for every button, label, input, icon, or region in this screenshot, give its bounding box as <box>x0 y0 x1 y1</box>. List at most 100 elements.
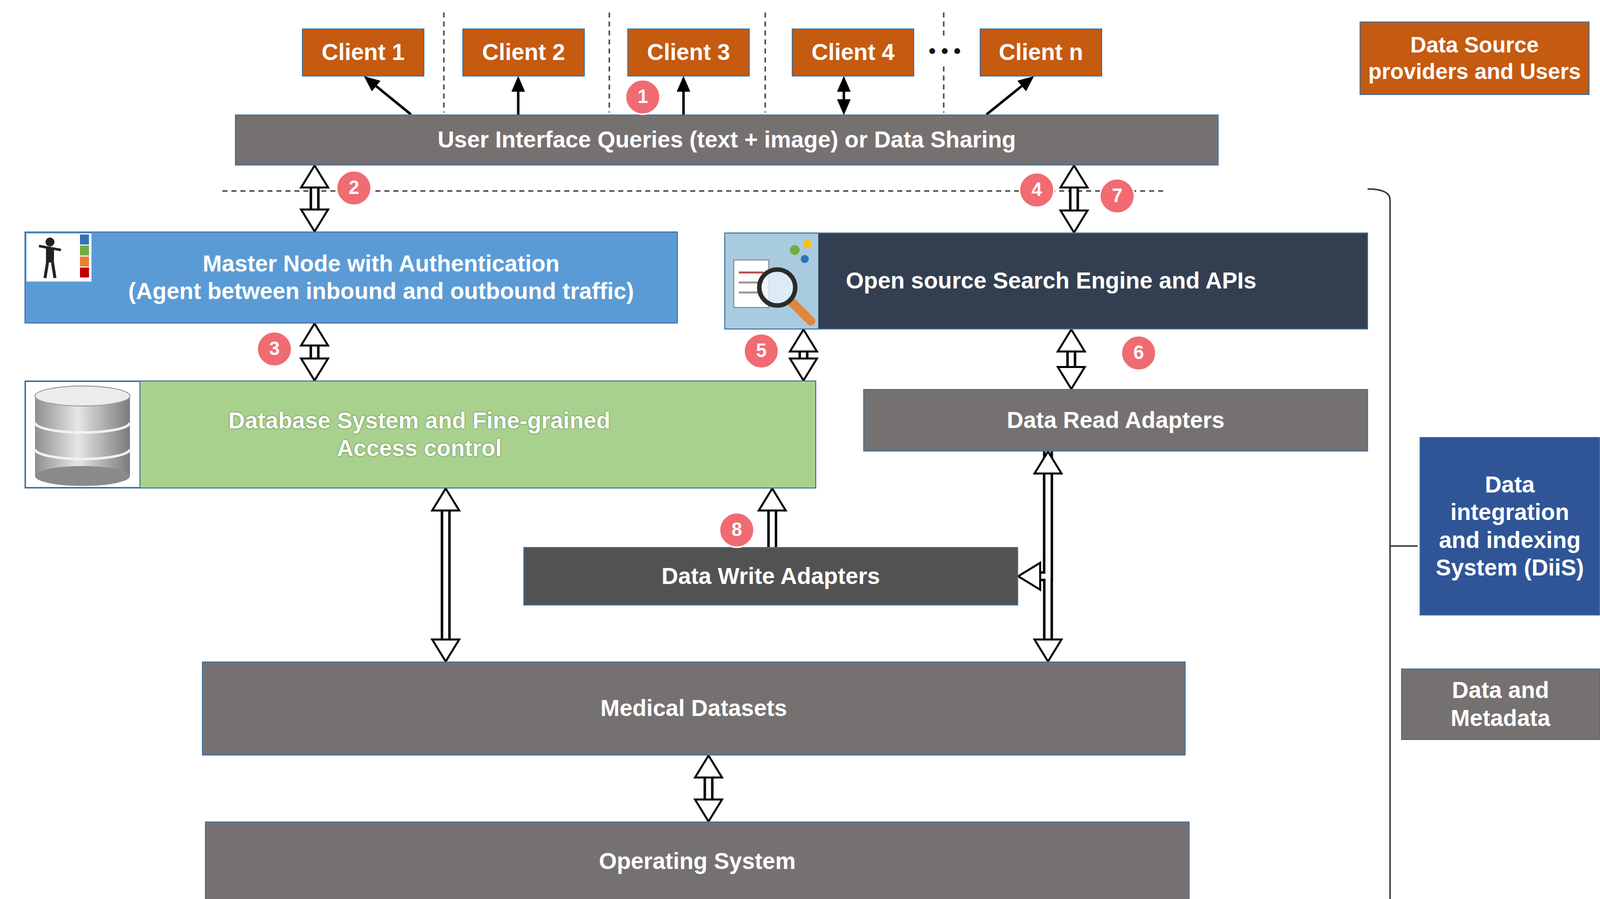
callout-number: 6 <box>1120 334 1157 371</box>
dot <box>803 239 812 248</box>
arrowhead <box>1034 451 1062 474</box>
arrowhead <box>1018 562 1041 590</box>
arrowhead <box>837 99 851 115</box>
client-box: Client 4 <box>791 28 915 77</box>
node-text: Data and Metadata <box>1409 676 1593 732</box>
arrowhead <box>676 76 690 92</box>
dashed-line <box>443 12 445 113</box>
cylinder-band <box>34 422 130 433</box>
hollow-arrow <box>445 509 446 641</box>
arrowhead <box>1057 366 1085 389</box>
person-leg <box>44 262 48 278</box>
label-text: 2 <box>348 176 359 200</box>
person-head <box>45 237 55 247</box>
interface-bar: User Interface Queries (text + image) or… <box>234 114 1219 166</box>
arrow-core <box>1045 472 1051 641</box>
arrowhead <box>789 358 817 381</box>
arrow-shaft <box>440 509 451 641</box>
hollow-arrow <box>1039 451 1049 577</box>
bracket <box>1367 188 1418 899</box>
arrow-core <box>443 509 449 641</box>
callout-number: 2 <box>335 169 372 206</box>
os-bar: Operating System <box>204 821 1190 899</box>
arrow-shaft <box>516 90 520 115</box>
hollow-arrow <box>771 509 773 547</box>
cylinder-bottom <box>34 465 130 486</box>
arrow-core <box>1068 350 1074 368</box>
arrow-shaft <box>1066 350 1077 368</box>
node-text: Medical Datasets <box>600 694 787 722</box>
label-text: 3 <box>268 337 280 361</box>
arrowhead <box>695 755 723 778</box>
arrow-core <box>311 344 317 360</box>
icon-ground <box>725 233 819 329</box>
arrow-core <box>1071 186 1077 212</box>
arrow-shaft <box>375 85 412 115</box>
arrowhead <box>789 329 817 352</box>
callout-number: 8 <box>718 511 755 548</box>
arrowhead <box>364 76 380 91</box>
label-text: 8 <box>731 518 742 542</box>
node-text: Open source Search Engine and APIs <box>845 266 1257 295</box>
legend-box: Data integration and indexing System (Di… <box>1419 436 1600 616</box>
arrowhead <box>511 76 525 92</box>
dot <box>789 244 800 255</box>
admin-icon <box>26 233 92 282</box>
arrowhead <box>695 799 723 822</box>
callout-number: 4 <box>1018 171 1055 208</box>
client-box: Client 1 <box>301 28 425 77</box>
search-icon <box>725 233 819 329</box>
arrowhead <box>300 165 328 188</box>
person-leg <box>52 262 55 278</box>
arrowhead <box>300 358 328 381</box>
search-engine-box: Open source Search Engine and APIs <box>724 232 1369 330</box>
arrow-line <box>986 85 1023 115</box>
arrow-core <box>1039 451 1049 577</box>
hollow-arrow <box>708 776 709 801</box>
hollow-arrow <box>314 186 315 211</box>
label-text: 1 <box>637 85 648 109</box>
node-text: Data Write Adapters <box>661 562 880 590</box>
arrow-shaft <box>986 85 1023 115</box>
node-text: Data Read Adapters <box>1006 406 1225 434</box>
flag <box>79 234 89 245</box>
arrow-shaft <box>1039 451 1049 577</box>
node-text: Client 3 <box>646 38 730 66</box>
person-arms <box>38 245 61 250</box>
dashed-line <box>608 12 611 113</box>
arrow-line <box>843 90 845 101</box>
node-text: Operating System <box>598 847 796 875</box>
bracket-line <box>1367 188 1391 899</box>
document <box>733 259 769 308</box>
node-text: Database System and Fine-grained Access … <box>220 406 619 462</box>
database-box: Database System and Fine-grained Access … <box>24 380 817 489</box>
document-line <box>738 291 764 294</box>
legend-box: Data Source providers and Users <box>1359 21 1590 95</box>
hollow-arrow <box>1073 186 1075 212</box>
arrow-shaft <box>682 90 685 115</box>
document-line <box>738 281 764 284</box>
cylinder-band <box>34 448 130 459</box>
icon-ground <box>26 233 92 282</box>
node-text: User Interface Queries (text + image) or… <box>437 125 1017 154</box>
legend-box: Data and Metadata <box>1401 668 1600 740</box>
arrow-core <box>311 186 317 211</box>
magnifier-lens <box>759 269 796 306</box>
node-text: Client n <box>998 38 1084 66</box>
magnifier-handle <box>790 300 811 321</box>
dashed-line <box>764 12 767 113</box>
callout-number: 3 <box>256 330 293 367</box>
callout-number: 7 <box>1099 177 1136 214</box>
cylinder-body <box>34 395 130 476</box>
bracket-tick <box>1390 545 1418 547</box>
adapter-box: Data Write Adapters <box>523 546 1019 606</box>
arrowhead <box>1017 76 1034 91</box>
hollow-arrow <box>1071 350 1072 368</box>
node-text: Client 4 <box>811 38 895 66</box>
arrow-core <box>706 776 712 801</box>
label-text: 6 <box>1133 341 1144 365</box>
label-text: 5 <box>755 339 767 363</box>
database-icon <box>25 381 140 488</box>
arrowhead <box>432 639 460 662</box>
flag <box>79 267 89 278</box>
